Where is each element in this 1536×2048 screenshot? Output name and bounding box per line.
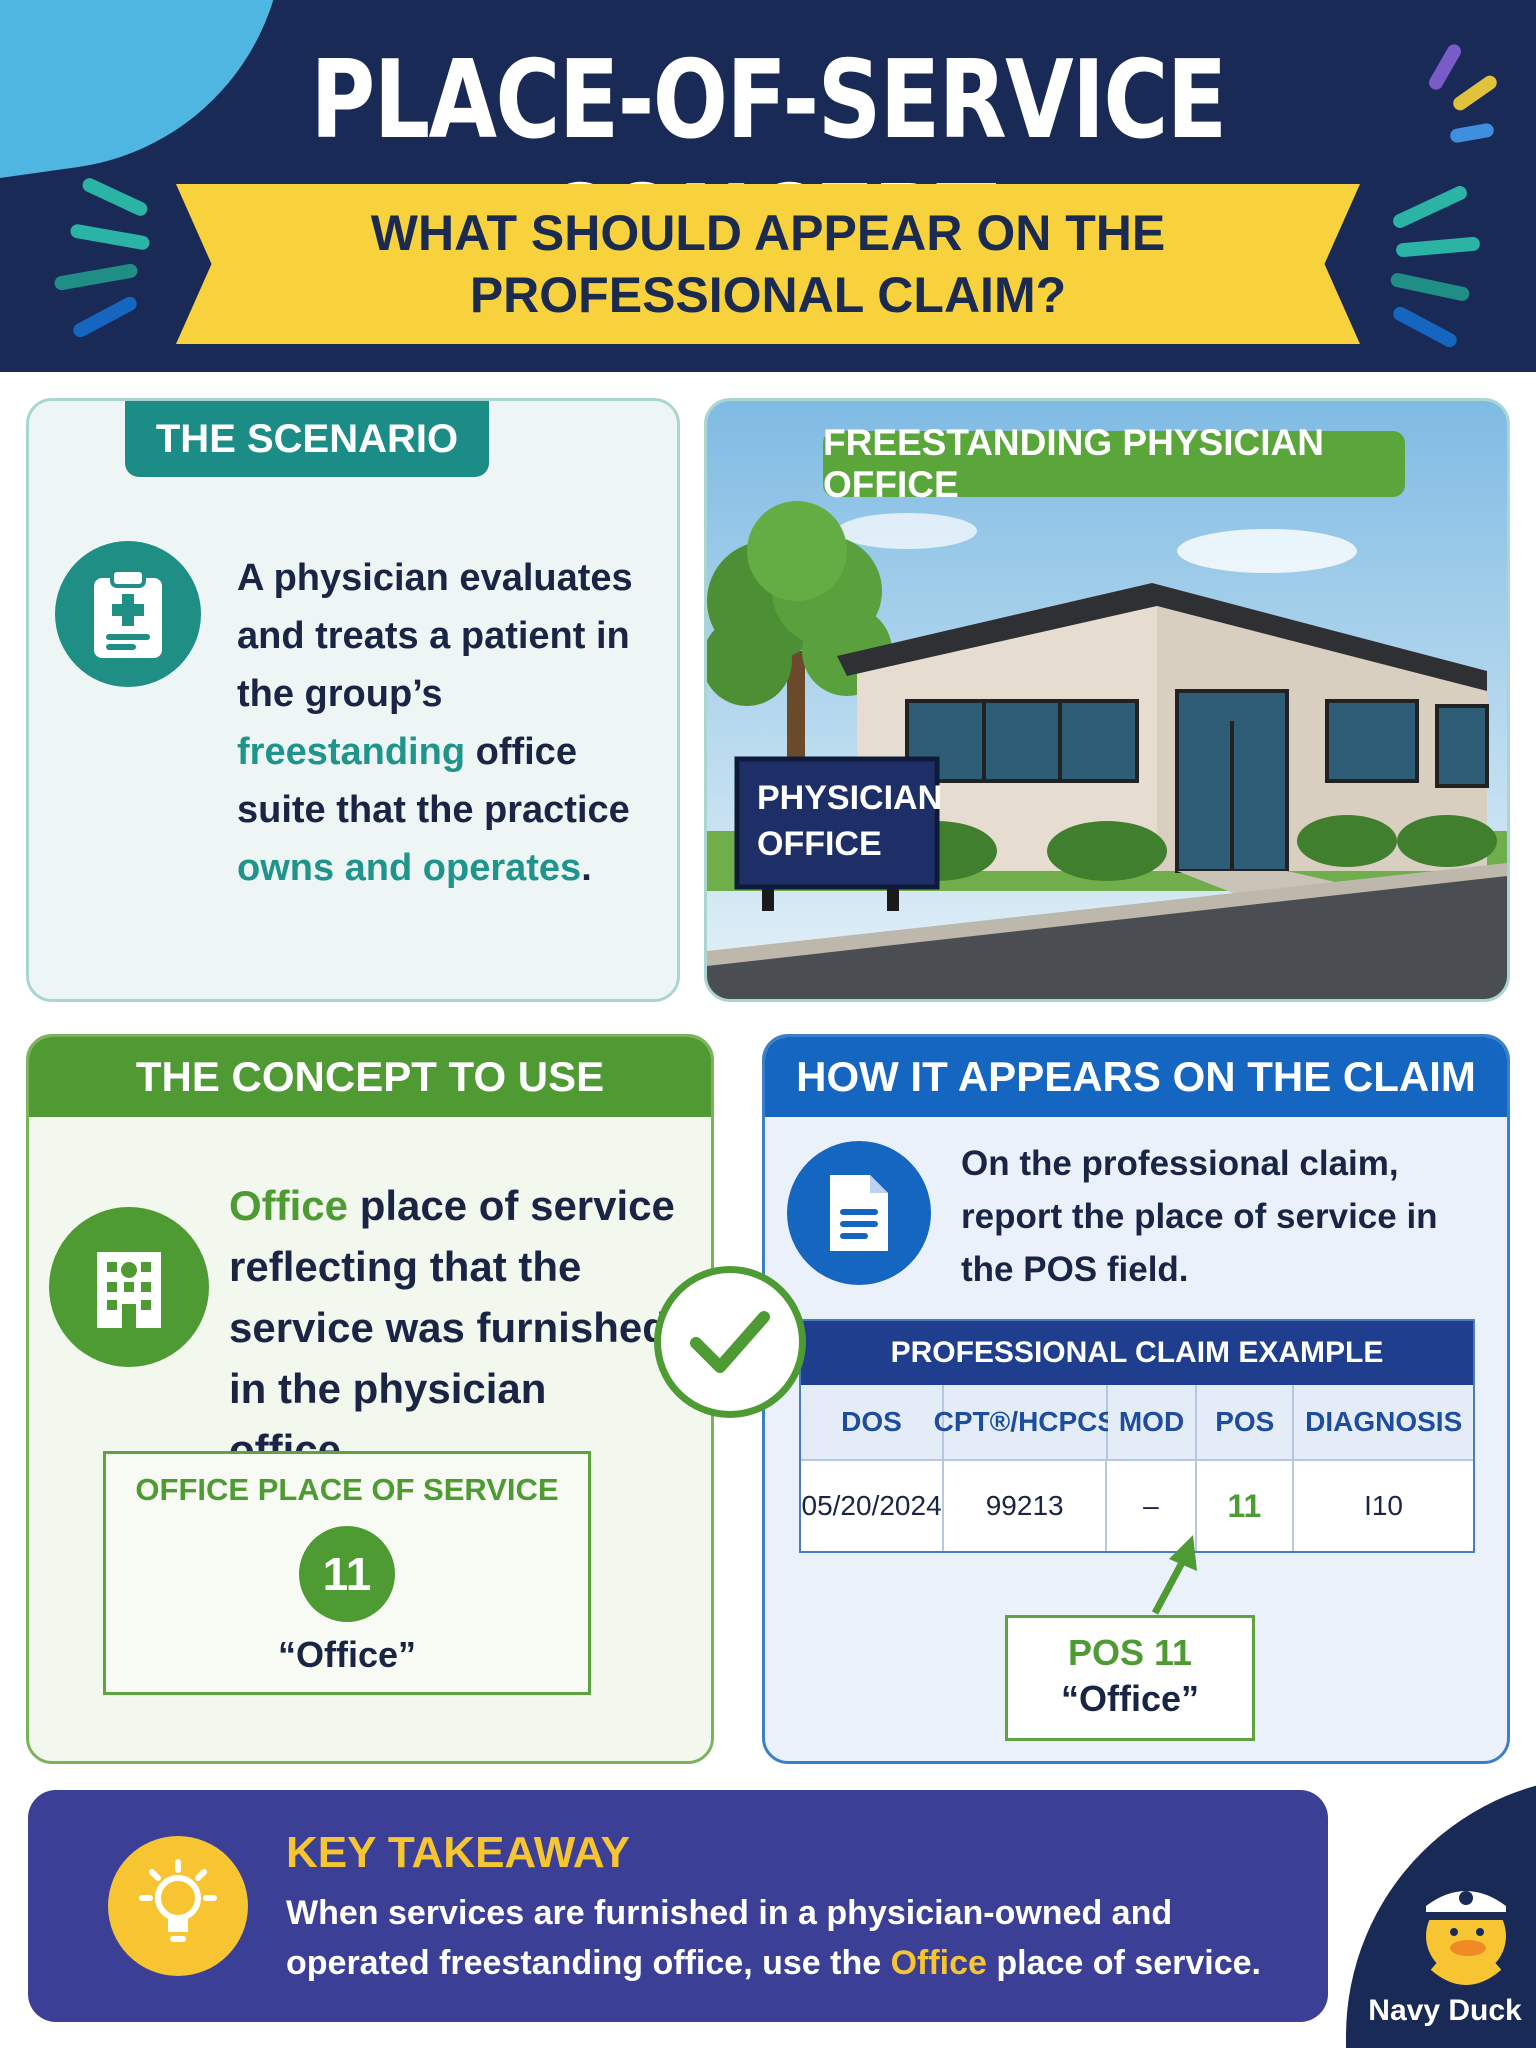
callout-arrow-icon	[1151, 1535, 1197, 1615]
table-header-row: DOS CPT®/HCPCS MOD POS DIAGNOSIS	[801, 1385, 1473, 1461]
concept-heading: THE CONCEPT TO USE	[29, 1037, 711, 1117]
checkmark-icon	[654, 1266, 806, 1418]
office-building-illustration	[707, 401, 1507, 999]
cell-cpt: 99213	[944, 1461, 1108, 1551]
subtitle-line-2: PROFESSIONAL CLAIM?	[469, 267, 1067, 323]
scenario-text-part: .	[581, 847, 592, 889]
callout-line-2: “Office”	[1060, 1678, 1200, 1719]
col-header-dos: DOS	[801, 1385, 944, 1461]
takeaway-text-part: place of service.	[986, 1944, 1261, 1982]
key-takeaway-panel: KEY TAKEAWAY When services are furnished…	[28, 1790, 1328, 2022]
scenario-text-part: A physician evaluates and treats a patie…	[237, 557, 633, 715]
building-tag: FREESTANDING PHYSICIAN OFFICE	[823, 422, 1405, 505]
scenario-highlight-freestanding: freestanding	[237, 731, 466, 773]
table-row: 05/20/2024 99213 – 11 I10	[801, 1461, 1473, 1551]
claim-panel: HOW IT APPEARS ON THE CLAIM On the profe…	[762, 1034, 1510, 1764]
scenario-text-part: office suite that the practice	[237, 731, 630, 831]
lightbulb-icon	[108, 1836, 248, 1976]
claim-text: On the professional claim, report the pl…	[961, 1144, 1438, 1289]
cell-pos: 11	[1196, 1461, 1295, 1551]
subtitle-banner: WHAT SHOULD APPEAR ON THE PROFESSIONAL C…	[176, 184, 1360, 344]
clipboard-medical-icon	[55, 541, 201, 687]
claim-heading: HOW IT APPEARS ON THE CLAIM	[765, 1037, 1507, 1117]
pos-box-label: OFFICE PLACE OF SERVICE	[135, 1472, 559, 1507]
col-header-pos: POS	[1197, 1385, 1295, 1461]
brand-corner	[1346, 1776, 1536, 2048]
cell-mod: –	[1107, 1461, 1197, 1551]
scenario-highlight-owns: owns and operates	[237, 847, 582, 889]
table-title: PROFESSIONAL CLAIM EXAMPLE	[801, 1321, 1473, 1385]
pos-callout: POS 11 “Office”	[1005, 1615, 1255, 1741]
brand-name: Navy Duck	[1368, 1994, 1522, 2027]
concept-highlight-office: Office	[229, 1182, 349, 1229]
takeaway-text: When services are furnished in a physici…	[286, 1888, 1286, 1988]
office-building-icon	[49, 1207, 209, 1367]
physician-office-sign: PHYSICIAN OFFICE	[757, 775, 943, 867]
document-icon	[787, 1141, 931, 1285]
cell-dos: 05/20/2024	[801, 1461, 945, 1551]
callout-line-1: POS 11	[1067, 1632, 1193, 1673]
col-header-cpt: CPT®/HCPCS	[934, 1385, 1116, 1461]
col-header-diagnosis: DIAGNOSIS	[1294, 1385, 1473, 1461]
office-pos-box: OFFICE PLACE OF SERVICE 11 “Office”	[103, 1451, 591, 1695]
col-header-mod: MOD	[1107, 1385, 1198, 1461]
takeaway-text-part: When services are furnished in a physici…	[286, 1894, 1173, 1982]
scenario-tag: THE SCENARIO	[125, 401, 489, 477]
right-burst-decoration	[1380, 30, 1530, 350]
header: PLACE-OF-SERVICE CONCEPT WHAT SHOULD APP…	[0, 0, 1536, 372]
sign-line-2: OFFICE	[757, 825, 882, 863]
scenario-panel: THE SCENARIO A physician evaluates and t…	[26, 398, 680, 1002]
takeaway-title: KEY TAKEAWAY	[286, 1828, 630, 1877]
left-burst-decoration	[40, 170, 170, 350]
pos-code-badge: 11	[299, 1526, 395, 1622]
subtitle-line-1: WHAT SHOULD APPEAR ON THE	[370, 205, 1166, 261]
sign-line-1: PHYSICIAN	[757, 779, 943, 817]
pos-name: “Office”	[277, 1634, 417, 1675]
takeaway-highlight-office: Office	[890, 1944, 987, 1982]
concept-text: Office place of service reflecting that …	[229, 1175, 679, 1480]
navy-duck-logo-icon	[1426, 1891, 1506, 1985]
concept-panel: THE CONCEPT TO USE Office place of servi…	[26, 1034, 714, 1764]
claim-example-table: PROFESSIONAL CLAIM EXAMPLE DOS CPT®/HCPC…	[799, 1319, 1475, 1553]
building-illustration-panel: FREESTANDING PHYSICIAN OFFICE PHYSICIAN …	[704, 398, 1510, 1002]
scenario-text: A physician evaluates and treats a patie…	[237, 549, 667, 897]
cell-diagnosis: I10	[1294, 1461, 1473, 1551]
